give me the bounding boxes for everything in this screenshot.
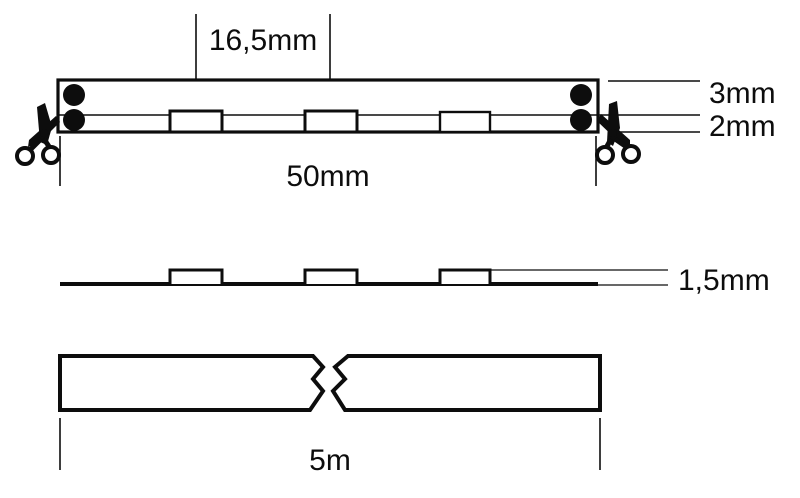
scissors-pivot	[609, 129, 617, 137]
solder-pad-right-upper	[570, 84, 592, 106]
led-pad-side-3	[438, 268, 492, 284]
reel-segment-left	[58, 354, 326, 412]
reel-segment-right	[330, 354, 602, 412]
dimension-label-thickness: 1,5mm	[678, 264, 770, 297]
dimension-label-total-length: 5m	[309, 444, 351, 477]
side-view-group: 1,5mm	[60, 264, 770, 297]
solder-pad-left-upper	[63, 84, 85, 106]
scissors-handle-left	[603, 137, 614, 150]
led-pad-top-3	[438, 110, 492, 134]
solder-pad-right-lower	[570, 109, 592, 131]
scissors-ring-right	[41, 145, 61, 165]
dimension-label-pitch: 16,5mm	[209, 24, 317, 57]
solder-pad-left-lower	[63, 109, 85, 131]
scissors-icon	[595, 101, 641, 165]
scissors-handle-left	[28, 137, 43, 152]
scissors-handle-right	[613, 136, 630, 151]
scissors-pivot	[40, 129, 48, 137]
led-pad-top-1	[168, 109, 224, 134]
scissors-ring-left	[15, 146, 35, 166]
scissors-ring-right	[621, 144, 641, 164]
dimension-label-cut-length: 50mm	[286, 160, 369, 193]
scissors-icon	[15, 103, 61, 166]
led-pad-top-2	[303, 109, 359, 134]
top-view-group: 16,5mm 50mm	[15, 14, 776, 193]
dimension-label-width-inner: 2mm	[709, 110, 776, 143]
dimension-label-width-outer: 3mm	[709, 77, 776, 110]
led-pad-side-2	[303, 268, 359, 284]
led-pad-side-1	[168, 268, 224, 284]
full-reel-view-group: 5m	[58, 354, 602, 477]
scissors-ring-left	[595, 145, 615, 165]
scissors-handle-right	[41, 137, 53, 150]
